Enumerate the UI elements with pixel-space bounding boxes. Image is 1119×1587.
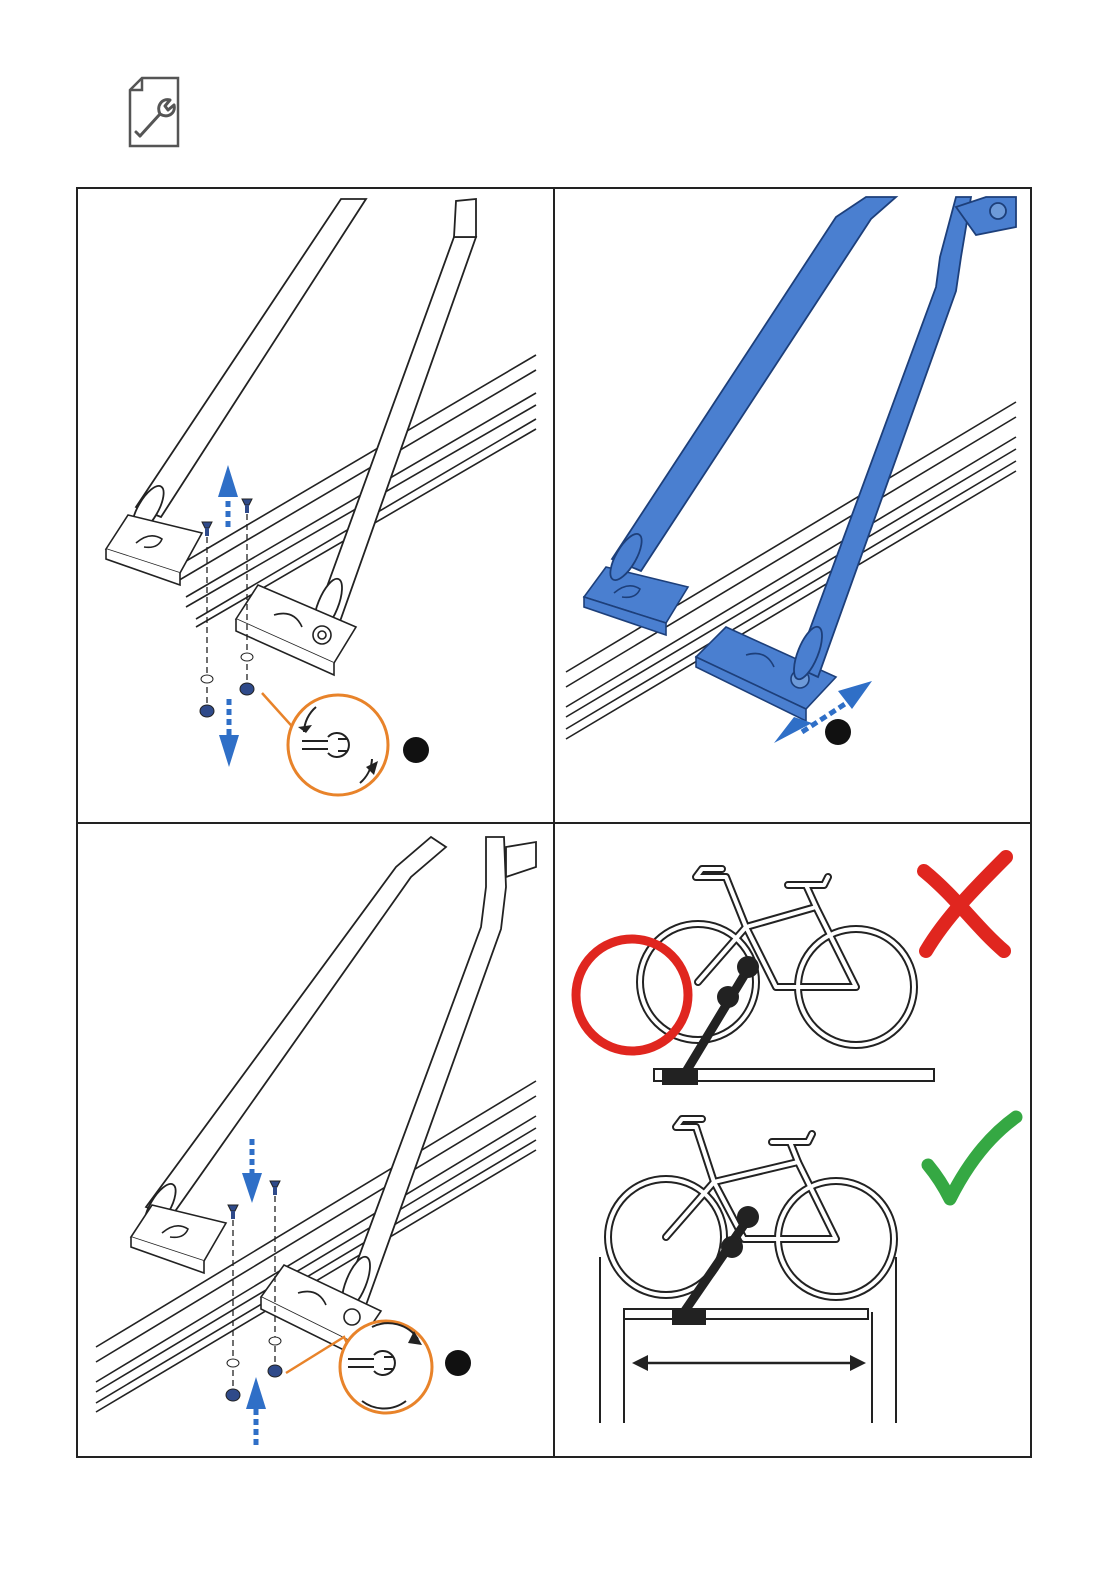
base-plate xyxy=(131,1205,381,1357)
correct-check-icon xyxy=(928,1117,1016,1199)
arrow-up-icon xyxy=(246,1377,266,1445)
arrow-down-icon xyxy=(219,699,239,767)
instruction-grid xyxy=(76,187,1032,1458)
car-roof-outline xyxy=(600,1257,896,1423)
width-arrow-icon xyxy=(632,1355,866,1371)
wrong-wheel-highlight xyxy=(576,939,688,1051)
nut xyxy=(200,653,254,717)
panel-step-4 xyxy=(576,857,1016,1423)
panel-step-3 xyxy=(96,837,536,1445)
step-bullet-icon xyxy=(825,719,851,745)
strut-left xyxy=(126,199,366,537)
panel-step-1 xyxy=(106,199,536,795)
step-bullet-icon xyxy=(403,737,429,763)
strut-right xyxy=(308,199,476,635)
document-wrench-icon xyxy=(124,74,184,150)
step-bullet-icon xyxy=(445,1350,471,1376)
arrow-down-icon xyxy=(242,1139,262,1203)
wrong-cross-icon xyxy=(924,857,1006,951)
base-plate xyxy=(106,515,356,675)
wrench-tighten-icon xyxy=(286,1321,432,1413)
wrench-loosen-icon xyxy=(262,693,388,795)
arrow-up-icon xyxy=(218,465,238,527)
bike-holder-wrong xyxy=(654,956,934,1085)
panel-step-2 xyxy=(566,197,1016,745)
